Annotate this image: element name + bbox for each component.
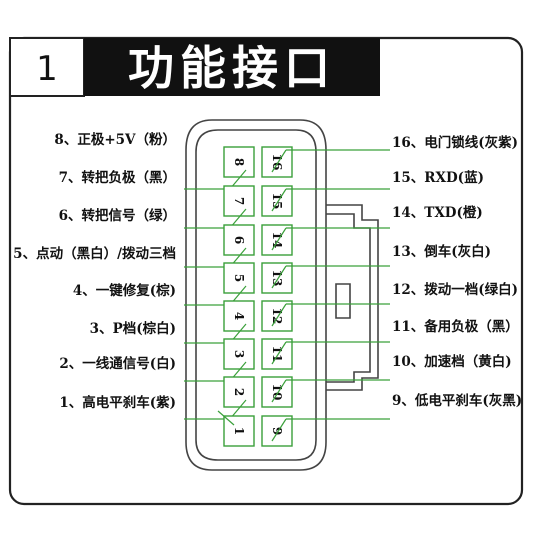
header-title: 功能接口: [128, 41, 336, 95]
pin-cell-11: [261, 338, 293, 370]
pin-number-7: 7: [232, 197, 246, 205]
pin-cell-5: [223, 262, 255, 294]
lead-tick-right-10: [271, 379, 287, 403]
pin-label-14: 14、TXD(橙): [392, 204, 483, 221]
pin-label-5: 5、点动（黑白）/拨动三档: [13, 245, 176, 262]
pin-label-6: 6、转把信号（绿）: [59, 207, 176, 224]
lead-tick-right-16: [271, 149, 287, 173]
pin-cell-7: [223, 185, 255, 217]
pin-number-5: 5: [232, 274, 246, 282]
pin-label-16: 16、电门锁线(灰紫): [392, 134, 518, 151]
pin-label-7: 7、转把负极（黑）: [59, 169, 176, 186]
pin-cell-16: [261, 146, 293, 178]
pin-label-9: 9、低电平刹车(灰黑): [392, 392, 522, 409]
pin-cell-3: [223, 338, 255, 370]
lead-tick-right-14: [271, 227, 287, 251]
pin-number-3: 3: [232, 350, 246, 358]
pin-cell-4: [223, 300, 255, 332]
pin-label-10: 10、加速档（黄白): [392, 353, 512, 370]
header-number: 1: [36, 49, 58, 89]
pin-grid: 8 8、正极+5V（粉） 7 7、转把负极（黑） 6 6、转把信号（绿） 5 5、点动（黑白）…: [13, 131, 522, 447]
header: 1 功能接口: [9, 37, 380, 97]
pin-label-4: 4、一键修复(棕): [73, 282, 176, 299]
header-title-box: [84, 38, 380, 96]
pin-number-6: 6: [232, 236, 246, 244]
pin-label-8: 8、正极+5V（粉）: [54, 131, 176, 148]
pin-number-2: 2: [232, 388, 246, 396]
pin-cell-8: [223, 146, 255, 178]
pin-number-9: 9: [270, 427, 284, 435]
pin-label-3: 3、P档(棕白): [90, 320, 176, 337]
lead-tick-right-9: [271, 418, 287, 442]
pin-label-2: 2、一线通信号(白): [59, 355, 176, 372]
pin-number-8: 8: [232, 158, 246, 166]
pin-cell-6: [223, 224, 255, 256]
pin-cell-2: [223, 376, 255, 408]
pin-cell-15: [261, 185, 293, 217]
lead-tick-left-1: [217, 410, 235, 426]
pin-label-12: 12、拨动一档(绿白): [392, 281, 518, 298]
pin-cell-10: [261, 376, 293, 408]
pin-cell-9: [261, 415, 293, 447]
pin-number-4: 4: [232, 312, 246, 320]
header-number-box: [9, 37, 85, 97]
pin-number-1: 1: [232, 427, 246, 435]
pin-label-13: 13、倒车(灰白): [392, 243, 491, 260]
pin-label-15: 15、RXD(蓝): [392, 169, 484, 186]
pin-label-1: 1、高电平刹车(紫): [59, 394, 176, 411]
pin-label-11: 11、备用负极（黑）: [392, 318, 519, 335]
lead-tick-right-13: [271, 265, 287, 289]
lead-tick-right-12: [271, 303, 287, 327]
lead-tick-right-15: [271, 188, 287, 212]
pin-cell-12: [261, 300, 293, 332]
pin-cell-13: [261, 262, 293, 294]
pin-cell-14: [261, 224, 293, 256]
lead-tick-right-11: [271, 341, 287, 365]
